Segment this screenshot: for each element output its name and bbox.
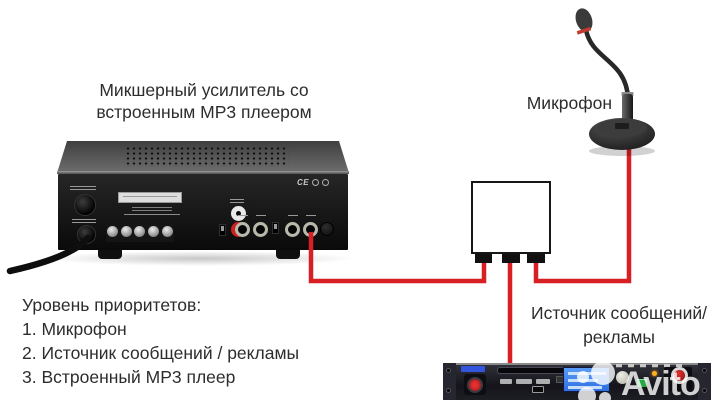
mic-base-top (597, 119, 647, 137)
toggle-switch (219, 224, 226, 236)
level-knob (320, 222, 334, 236)
priority-item-1: 1. Микрофон (22, 319, 127, 339)
usb-port (532, 386, 544, 393)
cert-icon (312, 179, 320, 186)
serial-label (118, 192, 182, 203)
amplifier-front-edge (57, 171, 349, 174)
amplifier-shadow (42, 251, 358, 266)
status-led (652, 371, 657, 376)
amplifier-foot (276, 250, 300, 259)
priority-item-3: 3. Встроенный MP3 плеер (22, 367, 236, 387)
neck-collar (621, 92, 634, 96)
windscreen-red-band (576, 26, 592, 35)
rca-jack-white (231, 206, 246, 221)
terminal-screw (161, 225, 173, 237)
line-marking-rule (124, 214, 180, 215)
format-logo (500, 379, 512, 384)
terminal-screw (120, 225, 132, 237)
ce-mark: CE (297, 178, 310, 187)
box-connector-right (527, 254, 545, 263)
rack-hole (702, 368, 707, 373)
line-marking (132, 207, 172, 211)
mixer-amplifier-image: CE (58, 174, 348, 250)
brand-badge (461, 366, 485, 372)
priority-item-2: 2. Источник сообщений / рекламы (22, 343, 300, 363)
amplifier-label-line1: Микшерный усилитель со (99, 80, 309, 100)
gooseneck (583, 29, 631, 99)
terminal-screw (107, 225, 119, 237)
terminal-screw (148, 225, 160, 237)
mic-jack (235, 222, 250, 237)
function-button (616, 364, 622, 368)
jack-label (288, 215, 298, 218)
mic-base (589, 118, 655, 150)
fuse-holder (77, 225, 96, 244)
mic-jack-connected (303, 222, 318, 237)
microphone-shadow (589, 146, 655, 156)
jack-label (238, 215, 248, 218)
mic-jack (285, 222, 300, 237)
function-button (628, 364, 634, 368)
rca-label (230, 199, 244, 203)
mic-base-button (615, 123, 629, 129)
terminal-screw (134, 225, 146, 237)
junction-box (471, 181, 551, 254)
volume-knob (674, 370, 685, 381)
microphone-label: Микрофон (526, 93, 612, 113)
microphone-image (575, 8, 655, 156)
source-label-line2: рекламы (583, 327, 655, 347)
jack-label (256, 215, 266, 218)
box-connector-left (475, 254, 492, 263)
amplifier-label: Микшерный усилитель со встроенным MP3 пл… (58, 79, 350, 123)
power-inlet-label (70, 186, 96, 190)
format-logo (536, 379, 550, 384)
function-button (640, 364, 646, 368)
source-label: Источник сообщений/ рекламы (518, 301, 720, 349)
rack-hole (446, 368, 451, 373)
vent-grille (125, 146, 289, 167)
terminal-block (106, 220, 174, 242)
toggle-switch (272, 222, 279, 234)
certification-marks: CE (297, 178, 330, 187)
skip-button (616, 371, 629, 384)
function-button (652, 364, 658, 368)
amplifier-foot (98, 250, 122, 259)
amplifier-label-line2: встроенным MP3 плеером (96, 102, 312, 122)
box-connector-middle (502, 254, 520, 263)
jack-label (306, 215, 316, 218)
source-label-line1: Источник сообщений/ (530, 303, 708, 323)
rack-hole (702, 388, 707, 393)
cert-icon (322, 179, 330, 186)
power-inlet (74, 194, 96, 216)
mic-stem (622, 94, 633, 126)
priority-title: Уровень приоритетов: (22, 295, 202, 315)
priority-list: Уровень приоритетов: 1. Микрофон 2. Исто… (22, 293, 299, 389)
amplifier-top-face (57, 141, 349, 173)
windscreen (575, 8, 593, 32)
power-button (467, 377, 483, 393)
rack-ear-right (698, 363, 711, 400)
format-logo (516, 379, 532, 384)
avito-watermark: Avito (574, 360, 701, 408)
fuse-label (72, 219, 96, 223)
rack-hole (446, 388, 451, 393)
avito-logo-icon (577, 361, 615, 405)
avito-watermark-text: Avito (621, 365, 701, 403)
play-button (637, 379, 647, 387)
line-jack (253, 222, 268, 237)
